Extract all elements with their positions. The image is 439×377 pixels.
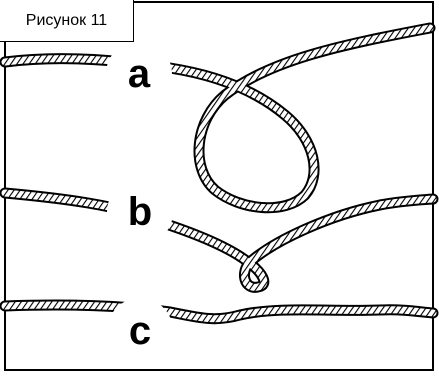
label-b: b	[107, 179, 173, 245]
figure-caption: Рисунок 11	[25, 11, 108, 29]
rope-b	[0, 187, 439, 293]
label-a: a	[106, 41, 172, 107]
label-c: c	[107, 298, 173, 364]
label-c-text: c	[129, 309, 151, 353]
figure-caption-box: Рисунок 11	[0, 0, 134, 42]
figure-frame	[4, 1, 434, 371]
rope-a	[0, 22, 436, 214]
rope-c	[0, 299, 439, 325]
label-b-text: b	[128, 190, 152, 234]
label-a-text: a	[128, 52, 151, 96]
